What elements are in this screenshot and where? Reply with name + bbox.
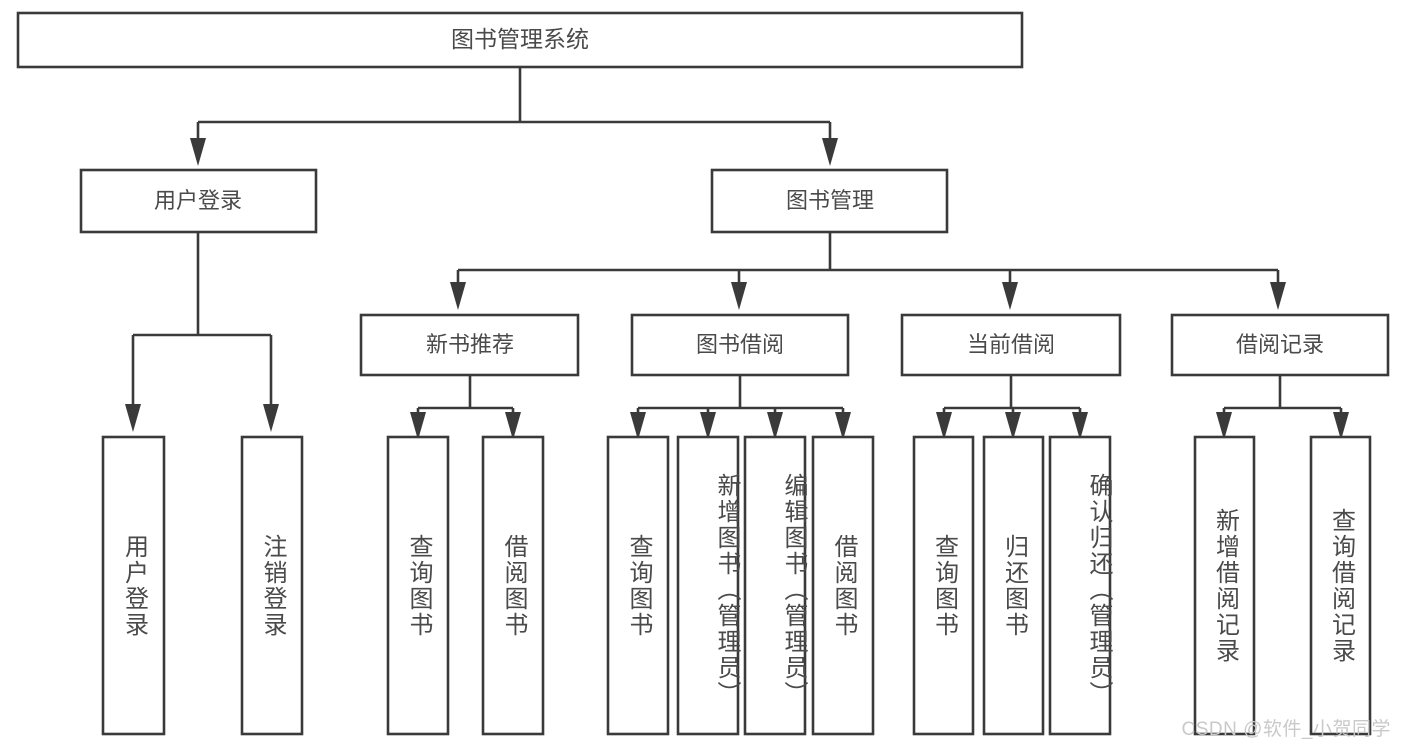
- arrow-head-level2-2: [822, 138, 838, 166]
- node-book-management[interactable]: 图书管理: [710, 168, 949, 234]
- node-book-borrow[interactable]: 图书借阅: [630, 313, 850, 377]
- node-current-borrow-label: 当前借阅: [967, 332, 1055, 357]
- leaf-new-book-recommend-2-rect[interactable]: [481, 435, 545, 736]
- node-new-book-recommend-label: 新书推荐: [426, 332, 514, 357]
- leaf-borrow-record-2-rect[interactable]: [1309, 435, 1372, 736]
- node-book-borrow-label: 图书借阅: [696, 332, 784, 357]
- node-borrow-record-rect: [1170, 313, 1390, 377]
- leaf-user-login-1-rect[interactable]: [101, 435, 166, 736]
- leaf-current-borrow-2-rect[interactable]: [982, 435, 1045, 736]
- node-book-borrow-rect: [630, 313, 850, 377]
- arrow-head-cb-leaf-3: [1072, 412, 1088, 440]
- arrow-head-bb-leaf-4: [835, 412, 851, 440]
- arrow-head-bb-leaf-1: [630, 412, 646, 440]
- node-root-system-rect: [16, 11, 1024, 69]
- connector-borrow-record-to-leaves: [1216, 375, 1349, 440]
- connector-book-borrow-to-leaves: [630, 375, 851, 440]
- arrow-head-cb-leaf-2: [1005, 412, 1021, 440]
- arrow-head-level3-3: [1002, 282, 1018, 310]
- arrow-head-nbr-leaf-1: [410, 412, 426, 440]
- connector-current-borrow-to-leaves: [936, 375, 1088, 440]
- arrow-head-nbr-leaf-2: [505, 412, 521, 440]
- connector-new-book-recommend-to-leaves: [410, 375, 521, 440]
- connector-book-management-to-level3: [450, 232, 1286, 310]
- node-book-management-rect: [710, 168, 949, 234]
- arrow-head-level3-1: [450, 282, 466, 310]
- node-new-book-recommend[interactable]: 新书推荐: [359, 313, 580, 377]
- arrow-head-bb-leaf-2: [700, 412, 716, 440]
- arrow-head-br-leaf-1: [1216, 412, 1232, 440]
- node-user-login[interactable]: 用户登录: [79, 168, 318, 234]
- leaf-book-borrow-3-rect[interactable]: [743, 435, 807, 736]
- node-book-management-label: 图书管理: [786, 188, 874, 213]
- arrow-head-br-leaf-2: [1333, 412, 1349, 440]
- node-new-book-recommend-rect: [359, 313, 580, 377]
- leaf-borrow-record-1-rect[interactable]: [1193, 435, 1256, 736]
- leaf-book-borrow-1-rect[interactable]: [606, 435, 670, 736]
- node-current-borrow[interactable]: 当前借阅: [900, 313, 1122, 377]
- node-borrow-record-label: 借阅记录: [1236, 332, 1324, 357]
- node-current-borrow-rect: [900, 313, 1122, 377]
- node-root-system[interactable]: 图书管理系统: [16, 11, 1024, 69]
- leaf-book-borrow-4-rect[interactable]: [811, 435, 875, 736]
- arrow-head-user-login-leaf-1: [125, 404, 141, 432]
- arrow-head-cb-leaf-1: [936, 412, 952, 440]
- arrow-head-level3-4: [1270, 282, 1286, 310]
- arrow-head-user-login-leaf-2: [263, 404, 279, 432]
- node-borrow-record[interactable]: 借阅记录: [1170, 313, 1390, 377]
- arrow-head-level2-1: [190, 138, 206, 166]
- node-root-system-label: 图书管理系统: [451, 26, 589, 52]
- arrow-head-level3-2: [731, 282, 747, 310]
- connector-user-login-to-leaves: [125, 232, 279, 432]
- leaf-current-borrow-3-rect[interactable]: [1048, 435, 1112, 736]
- leaf-user-login-2-rect[interactable]: [240, 435, 304, 736]
- node-user-login-label: 用户登录: [154, 188, 242, 213]
- csdn-watermark: CSDN @软件_小贺同学: [1181, 719, 1391, 740]
- leaf-book-borrow-2-rect[interactable]: [676, 435, 740, 736]
- arrow-head-bb-leaf-3: [767, 412, 783, 440]
- leaf-current-borrow-1-rect[interactable]: [912, 435, 975, 736]
- leaf-new-book-recommend-1-rect[interactable]: [386, 435, 450, 736]
- connector-root-to-level2: [190, 67, 838, 166]
